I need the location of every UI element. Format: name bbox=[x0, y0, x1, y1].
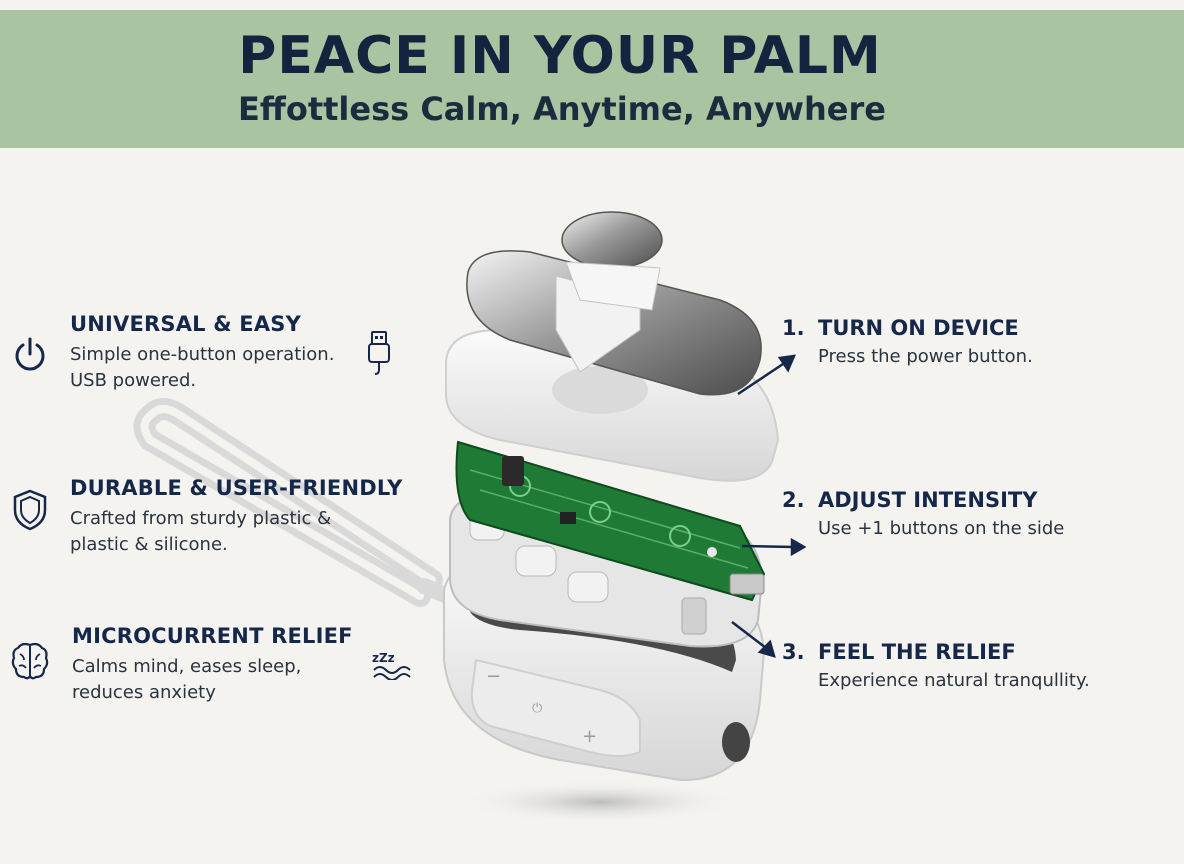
shield-icon bbox=[13, 489, 47, 531]
step-title: FEEL THE RELIEF bbox=[818, 640, 1016, 664]
brain-icon bbox=[11, 642, 49, 680]
metal-electrode-plate bbox=[466, 211, 762, 396]
power-icon bbox=[15, 337, 45, 371]
step-adjust-intensity: 2. ADJUST INTENSITY Use +1 buttons on th… bbox=[782, 488, 1064, 539]
feature-microcurrent-relief: MICROCURRENT RELIEF Calms mind, eases sl… bbox=[72, 624, 353, 706]
page-subtitle: Effottless Calm, Anytime, Anywhere bbox=[238, 90, 886, 128]
step-description: Press the power button. bbox=[818, 346, 1033, 367]
power-button-label: ⏻ bbox=[532, 701, 542, 716]
feature-title: MICROCURRENT RELIEF bbox=[72, 624, 353, 648]
step-title: TURN ON DEVICE bbox=[818, 316, 1019, 340]
step-turn-on-device: 1. TURN ON DEVICE Press the power button… bbox=[782, 316, 1033, 367]
step-description: Use +1 buttons on the side bbox=[818, 518, 1065, 539]
feature-durable-user-friendly: DURABLE & USER-FRIENDLY Crafted from stu… bbox=[70, 476, 403, 558]
step-description: Experience natural tranqullity. bbox=[818, 670, 1090, 691]
usb-plug-icon bbox=[368, 331, 390, 375]
step-number: 2. bbox=[782, 488, 805, 512]
step-number: 1. bbox=[782, 316, 805, 340]
feature-description: Crafted from sturdy plastic & plastic & … bbox=[70, 508, 332, 555]
header-banner bbox=[0, 10, 1184, 148]
sleep-waves-icon: zZz bbox=[372, 651, 411, 680]
feature-universal-easy: UNIVERSAL & EASY Simple one-button opera… bbox=[70, 312, 334, 394]
page-title: PEACE IN YOUR PALM bbox=[238, 26, 882, 86]
feature-title: DURABLE & USER-FRIENDLY bbox=[70, 476, 403, 500]
circuit-board bbox=[455, 440, 766, 602]
minus-button-label: − bbox=[486, 666, 501, 687]
callout-arrows bbox=[731, 354, 807, 658]
feature-title: UNIVERSAL & EASY bbox=[70, 312, 302, 336]
step-title: ADJUST INTENSITY bbox=[818, 488, 1038, 512]
usb-port bbox=[722, 722, 750, 762]
svg-text:zZz: zZz bbox=[372, 651, 395, 665]
device-shadow bbox=[460, 780, 740, 824]
feature-description: Calms mind, eases sleep, reduces anxiety bbox=[72, 656, 302, 703]
step-number: 3. bbox=[782, 640, 805, 664]
feature-description: Simple one-button operation. USB powered… bbox=[70, 344, 335, 391]
plus-button-label: + bbox=[582, 726, 597, 747]
step-feel-the-relief: 3. FEEL THE RELIEF Experience natural tr… bbox=[782, 640, 1090, 691]
